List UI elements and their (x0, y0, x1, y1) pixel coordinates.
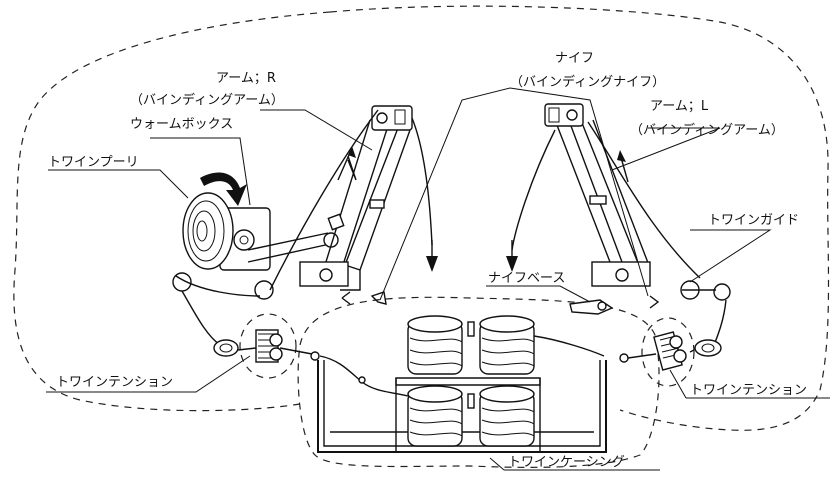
label-worm-box: ウォームボックス (130, 117, 233, 132)
label-arm-l-sub: （バインディングアーム） (630, 122, 784, 138)
binding-arm-r (299, 105, 413, 291)
left-tension-dashed-circle (239, 313, 297, 379)
twine-roll-top-right (479, 315, 535, 375)
binding-arm-l (544, 103, 651, 287)
knife-base (569, 299, 614, 315)
twine-roll-top-left (407, 315, 463, 375)
twine-roll-bottom-left (407, 385, 463, 447)
label-arm-r: アーム；R (216, 71, 276, 86)
twine-roll-bottom-right (479, 385, 535, 447)
twine-pulley-assembly (182, 172, 271, 271)
rotation-arrow-icon (200, 172, 247, 206)
label-twine-pulley: トワインプーリ (48, 155, 139, 170)
label-twine-casing: トワインケーシング (508, 455, 625, 470)
label-knife-sub: （バインディングナイフ） (510, 74, 665, 90)
label-twine-tension-left: トワインテンション (56, 375, 173, 390)
twine-casing (317, 315, 607, 453)
label-knife: ナイフ (555, 51, 594, 66)
label-arm-r-sub: （バインディングアーム） (130, 92, 284, 108)
label-twine-guide: トワインガイド (708, 213, 799, 228)
right-twine-tension-device (653, 331, 687, 371)
left-twine-tension-device (255, 329, 283, 363)
label-knife-base: ナイフベース (488, 271, 565, 286)
label-twine-tension-right: トワインテンション (690, 383, 807, 398)
label-arm-l: アーム；L (650, 99, 709, 114)
right-tension-dashed-circle (641, 317, 695, 387)
casing-dashed-boundary (297, 296, 660, 468)
